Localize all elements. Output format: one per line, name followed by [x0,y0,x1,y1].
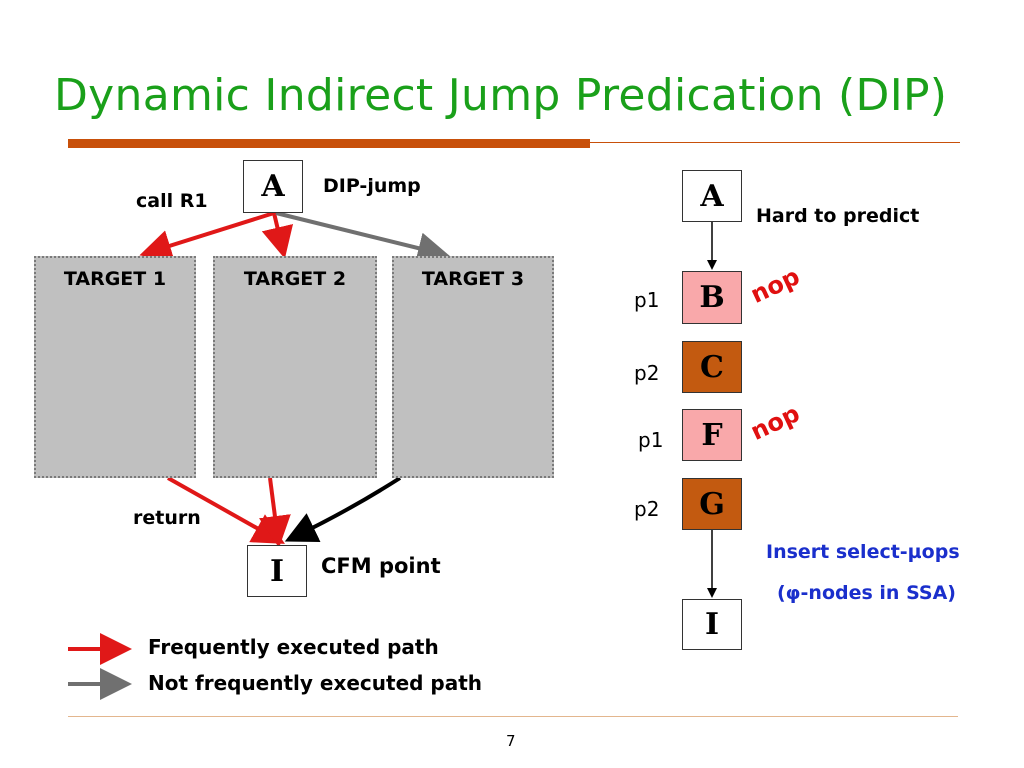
title-underline-thin [590,142,960,143]
target-block-3: TARGET 3 [392,256,554,478]
target-label: TARGET 2 [243,268,347,290]
slide-title: Dynamic Indirect Jump Predication (DIP) [54,70,948,121]
legend-frequent-label: Frequently executed path [148,635,439,659]
target-label: TARGET 1 [63,268,167,290]
phi-nodes-label: (φ-nodes in SSA) [777,582,956,604]
return-label: return [133,507,201,529]
node-g: G [682,478,742,530]
node-c: C [682,341,742,393]
edge-a-target3 [275,211,450,264]
hard-to-predict-label: Hard to predict [756,205,920,227]
pred-label-b: p1 [634,288,660,312]
page-number: 7 [506,732,516,750]
target-label: TARGET 3 [421,268,525,290]
insert-select-uops-label: Insert select-µops [766,541,960,563]
call-label: call R1 [136,190,208,212]
footer-rule [68,716,958,717]
title-underline-thick [68,139,590,148]
target-block-2: TARGET 2 [213,256,377,478]
edge-a-target2 [261,212,294,259]
pred-label-g: p2 [634,497,660,521]
pred-label-f: p1 [638,428,664,452]
node-b: B [682,271,742,324]
node-a-right: A [682,170,742,222]
node-f: F [682,409,742,461]
edge-target2-i [259,477,291,548]
edge-a-target1 [139,211,275,262]
node-i-left: I [247,545,307,597]
target-block-1: TARGET 1 [34,256,196,478]
cfm-point-label: CFM point [321,554,441,578]
legend-infrequent-label: Not frequently executed path [148,671,483,695]
node-a-left: A [243,160,303,213]
pred-label-c: p2 [634,361,660,385]
node-i-right: I [682,599,742,650]
dip-jump-label: DIP-jump [323,175,421,197]
edge-target3-i [284,476,402,542]
